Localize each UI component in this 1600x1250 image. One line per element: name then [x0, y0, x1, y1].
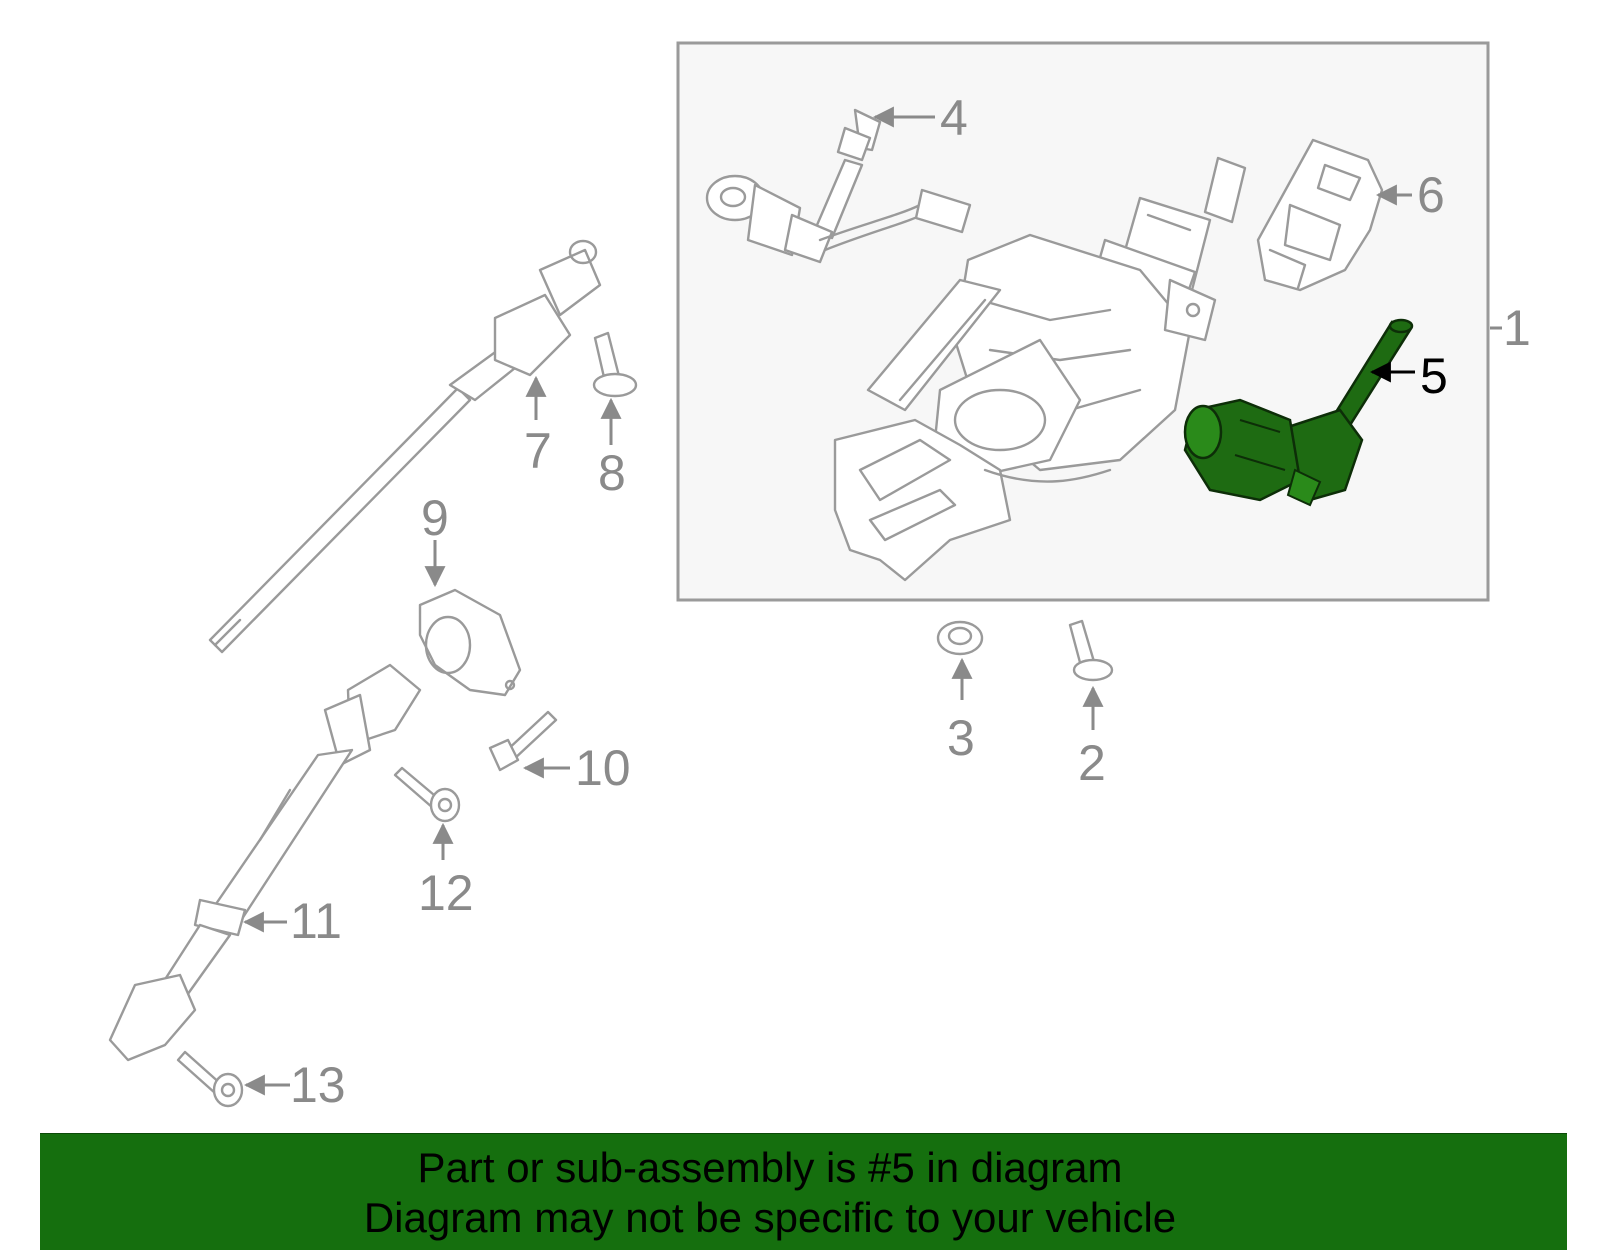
part-5-actuator-highlighted[interactable] — [1183, 318, 1414, 507]
callout-6: 6 — [1417, 167, 1445, 223]
callout-1: 1 — [1503, 300, 1531, 356]
part-12-bolt[interactable] — [393, 766, 461, 823]
callout-11: 11 — [290, 893, 342, 949]
part-2-bolt[interactable] — [1068, 619, 1114, 682]
part-10-bolt[interactable] — [488, 710, 558, 772]
part-1-steering-column[interactable] — [833, 156, 1247, 582]
part-6-control-module[interactable] — [1256, 138, 1384, 292]
info-banner: Part or sub-assembly is #5 in diagram Di… — [40, 1133, 1567, 1250]
banner-line-disclaimer: Diagram may not be specific to your vehi… — [363, 1194, 1177, 1241]
callout-5: 5 — [1420, 348, 1448, 404]
callout-10: 10 — [575, 740, 631, 796]
leader-lines — [242, 106, 1502, 1096]
callout-12: 12 — [418, 865, 474, 921]
callout-8: 8 — [598, 445, 626, 501]
part-11-intermediate-shaft[interactable] — [108, 663, 422, 1062]
callout-4: 4 — [940, 90, 968, 146]
part-13-bolt[interactable] — [176, 1050, 244, 1108]
callout-9: 9 — [421, 490, 449, 546]
callout-7: 7 — [524, 423, 552, 479]
part-9-boot-seal[interactable] — [418, 588, 522, 697]
banner-line-part: Part or sub-assembly is #5 in diagram — [417, 1144, 1123, 1191]
part-8-bolt[interactable] — [592, 331, 638, 398]
part-7-upper-shaft[interactable] — [208, 239, 602, 654]
callout-3: 3 — [947, 710, 975, 766]
callout-2: 2 — [1078, 735, 1106, 791]
callout-13: 13 — [290, 1057, 346, 1113]
part-3-grommet[interactable] — [936, 620, 984, 656]
